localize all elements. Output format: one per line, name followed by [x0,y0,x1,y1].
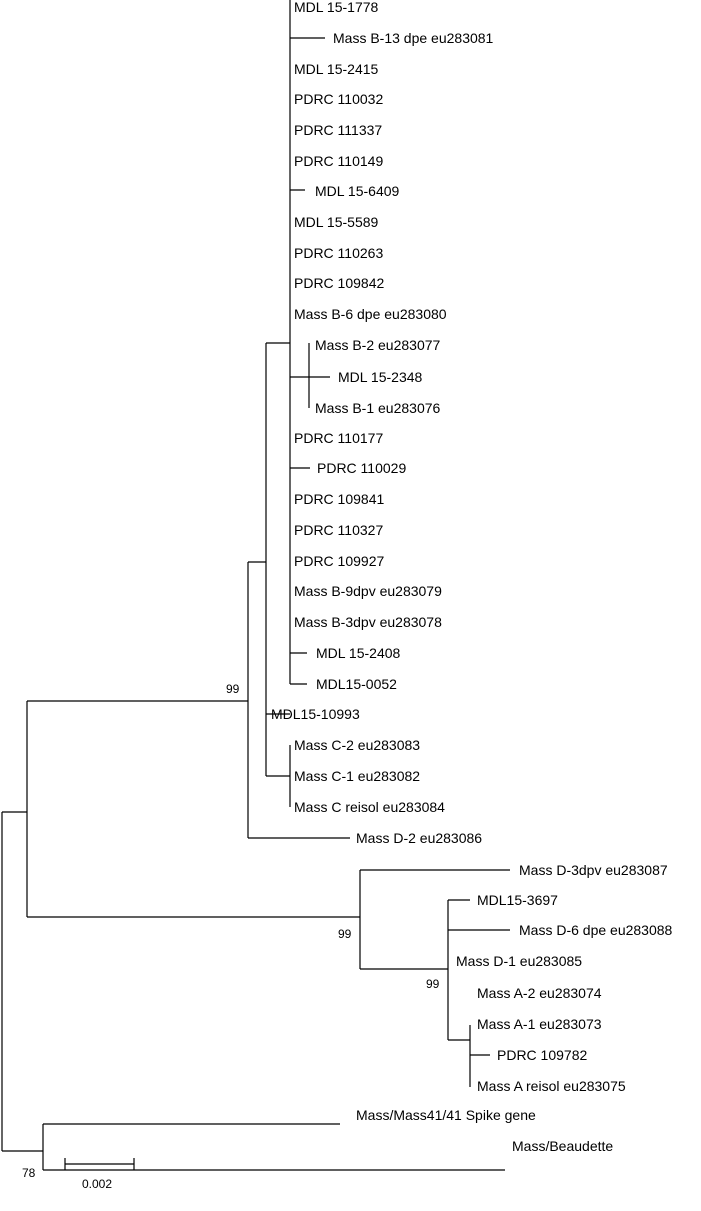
leaf-label: MDL 15-5589 [294,214,379,230]
branch-clade-mass-a [469,1025,490,1087]
leaf-label: Mass B-6 dpe eu283080 [294,306,447,322]
leaf-label: Mass A reisol eu283075 [477,1078,626,1094]
leaf-label: PDRC 110029 [317,460,406,476]
branch-clade-bc [265,342,290,777]
leaf-label: MDL15-0052 [316,676,397,692]
leaf-label: PDRC 110032 [294,91,383,107]
leaf-label: Mass C-2 eu283083 [294,737,420,753]
support-values: 99 99 99 78 [22,682,440,1180]
leaf-label: Mass D-6 dpe eu283088 [519,922,673,938]
leaf-label: Mass B-13 dpe eu283081 [333,30,494,46]
leaf-label: Mass A-2 eu283074 [477,985,602,1001]
leaf-labels: MDL 15-1778 Mass B-13 dpe eu283081 MDL 1… [271,0,673,1154]
support-value: 99 [226,682,240,696]
branch-root [1,811,43,1152]
scale-bar [64,1158,135,1170]
leaf-label: PDRC 109782 [497,1047,587,1063]
leaf-label: PDRC 110149 [294,153,383,169]
leaf-label: Mass D-1 eu283085 [456,953,582,969]
leaf-label: MDL 15-2408 [316,645,401,661]
leaf-label: PDRC 110327 [294,522,383,538]
scale-bar-label: 0.002 [82,1177,112,1191]
leaf-label: Mass D-2 eu283086 [356,830,482,846]
leaf-label: Mass B-2 eu283077 [315,337,441,353]
leaf-label: PDRC 109927 [294,553,384,569]
leaf-label: PDRC 110177 [294,430,383,446]
branch-clade-bcd [247,561,350,839]
branch-clade-mass-b [289,0,325,685]
leaf-label: Mass B-9dpv eu283079 [294,583,442,599]
support-value: 99 [338,927,352,941]
branch-outgroup [42,1123,505,1171]
tree-branches [1,0,510,1171]
leaf-label: MDL 15-2348 [338,369,423,385]
leaf-label: MDL 15-2415 [294,61,379,77]
leaf-label: MDL 15-1778 [294,0,379,15]
branch-clade-ad-inner [447,899,510,1041]
leaf-label: Mass C-1 eu283082 [294,768,420,784]
leaf-label: Mass B-1 eu283076 [315,400,441,416]
branch-clade-mass-b12 [308,343,330,408]
leaf-label: Mass C reisol eu283084 [294,799,445,815]
support-value: 99 [426,977,440,991]
leaf-label: Mass B-3dpv eu283078 [294,614,442,630]
leaf-label: Mass/Mass41/41 Spike gene [356,1107,536,1123]
leaf-label: Mass A-1 eu283073 [477,1016,602,1032]
leaf-label: PDRC 109841 [294,491,384,507]
leaf-label: PDRC 110263 [294,245,383,261]
leaf-label: Mass/Beaudette [512,1138,613,1154]
leaf-label: MDL15-10993 [271,706,360,722]
leaf-label: PDRC 111337 [294,122,382,138]
support-value: 78 [22,1166,36,1180]
branch-clade-ad [359,869,510,970]
leaf-label: MDL 15-6409 [315,183,400,199]
leaf-label: Mass D-3dpv eu283087 [519,862,668,878]
leaf-label: MDL15-3697 [477,892,558,908]
branch-main [26,700,360,918]
leaf-label: PDRC 109842 [294,275,384,291]
